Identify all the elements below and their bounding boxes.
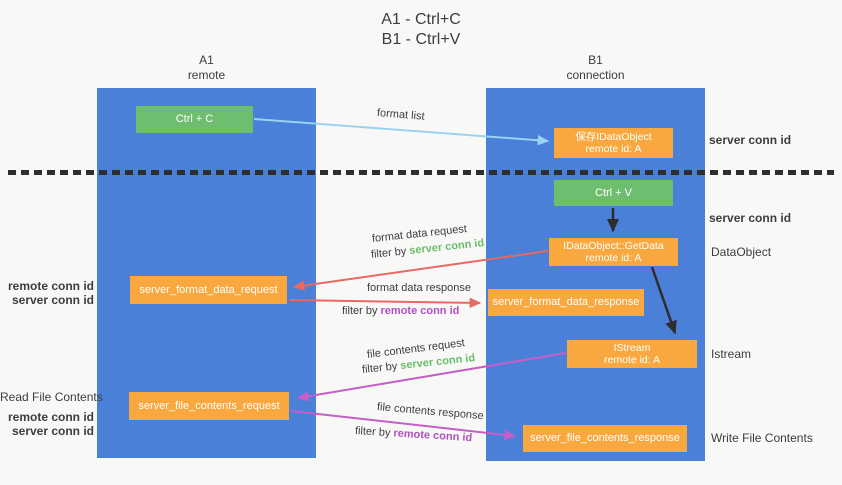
- filter-by-text: filter by: [361, 360, 401, 376]
- node-istream-line2: remote id: A: [603, 354, 661, 366]
- node-ctrl-v: Ctrl + V: [554, 180, 673, 206]
- column-header-a1: A1 remote: [97, 53, 316, 83]
- left-server-conn-id-bottom: server conn id: [11, 424, 94, 438]
- left-server-conn-id-top: server conn id: [11, 293, 94, 307]
- node-format-response-label: server_format_data_response: [492, 296, 640, 308]
- left-conn-ids-bottom: remote conn id server conn id: [0, 410, 94, 438]
- filter-by-text: filter by: [370, 245, 410, 261]
- remote-conn-id-text: remote conn id: [393, 427, 473, 445]
- label-format-list: format list: [376, 107, 426, 123]
- node-ctrl-c-label: Ctrl + C: [175, 113, 214, 125]
- title-line-2: B1 - Ctrl+V: [381, 31, 461, 48]
- node-format-request-label: server_format_data_request: [139, 283, 278, 296]
- column-a1-name: A1: [199, 53, 214, 67]
- node-file-request-label: server_file_contents_request: [138, 399, 280, 412]
- node-server-format-data-request: server_format_data_request: [130, 276, 287, 304]
- column-b1-name: B1: [588, 53, 603, 67]
- node-save-idataobject-line1: 保存IDataObject: [575, 130, 652, 143]
- node-idataobject-getdata: IDataObject::GetData remote id: A: [549, 238, 678, 266]
- server-conn-id-text: server conn id: [408, 237, 485, 257]
- node-save-idataobject: 保存IDataObject remote id: A: [554, 128, 673, 158]
- read-file-contents-label: Read File Contents: [0, 390, 103, 404]
- edge-format-data-response: [288, 297, 482, 309]
- right-server-conn-id-top: server conn id: [709, 133, 792, 147]
- node-istream: IStream remote id: A: [567, 340, 697, 368]
- dataobject-label: DataObject: [711, 245, 772, 259]
- left-conn-ids-top: remote conn id server conn id: [0, 279, 94, 307]
- column-b1-subtitle: connection: [566, 68, 625, 82]
- filter-by-text: filter by: [342, 305, 381, 317]
- right-server-conn-id-mid: server conn id: [709, 211, 792, 225]
- node-ctrl-c: Ctrl + C: [136, 106, 253, 133]
- node-save-idataobject-line2: remote id: A: [585, 143, 642, 155]
- column-a1-subtitle: remote: [187, 68, 226, 82]
- left-remote-conn-id-top: remote conn id: [7, 279, 94, 293]
- left-remote-conn-id-bottom: remote conn id: [7, 410, 94, 424]
- label-filter-by-remote-conn-2: filter by remote conn id: [355, 425, 473, 444]
- label-format-data-response: format data response: [367, 282, 471, 294]
- write-file-contents-label: Write File Contents: [711, 431, 813, 445]
- column-header-b1: B1 connection: [486, 53, 705, 83]
- node-server-file-contents-response: server_file_contents_response: [523, 425, 687, 452]
- istream-label: Istream: [711, 347, 752, 361]
- label-file-contents-response: file contents response: [376, 401, 485, 423]
- node-server-file-contents-request: server_file_contents_request: [129, 392, 289, 420]
- node-istream-line1: IStream: [613, 341, 651, 354]
- node-getdata-line1: IDataObject::GetData: [563, 239, 664, 252]
- dotted-divider-line: [8, 170, 834, 175]
- diagram-title: A1 - Ctrl+C B1 - Ctrl+V: [0, 10, 842, 50]
- node-ctrl-v-label: Ctrl + V: [595, 186, 632, 199]
- node-file-response-label: server_file_contents_response: [530, 432, 680, 444]
- remote-conn-id-text: remote conn id: [380, 305, 460, 317]
- node-server-format-data-response: server_format_data_response: [488, 289, 644, 316]
- node-getdata-line2: remote id: A: [585, 252, 642, 264]
- filter-by-text: filter by: [354, 425, 394, 440]
- label-filter-by-remote-conn-1: filter by remote conn id: [342, 305, 459, 317]
- title-line-1: A1 - Ctrl+C: [381, 11, 461, 28]
